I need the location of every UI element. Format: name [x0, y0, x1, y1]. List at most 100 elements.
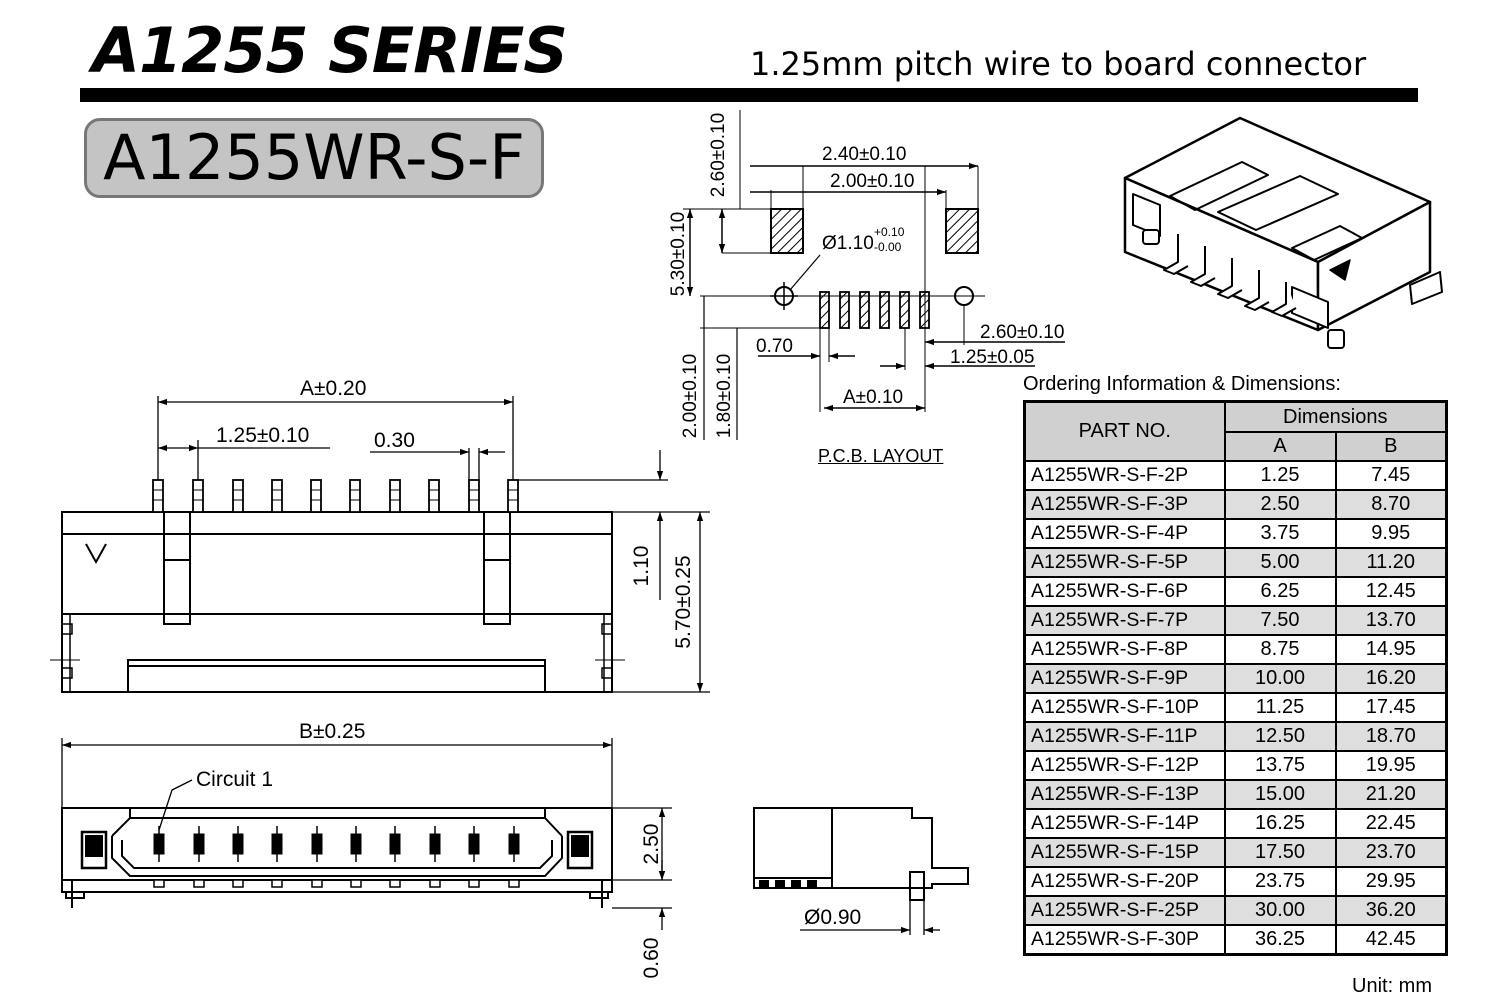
part-number-cell: A1255WR-S-F-30P [1023, 924, 1226, 956]
dim-b-cell: 13.70 [1334, 605, 1448, 636]
part-number-cell: A1255WR-S-F-9P [1023, 663, 1226, 694]
connector-3d-view [1123, 116, 1443, 349]
pcb-dim-a: A±0.10 [843, 387, 904, 408]
dim-a-cell: 30.00 [1223, 895, 1337, 926]
part-number-cell: A1255WR-S-F-2P [1023, 460, 1226, 491]
dim-b-cell: 7.45 [1334, 460, 1448, 491]
dim-a-cell: 13.75 [1223, 750, 1337, 781]
dim-a-cell: 23.75 [1223, 866, 1337, 897]
pcb-dim-2-60-horizontal: 2.60±0.10 [980, 322, 1065, 343]
unit-label: Unit: mm [1352, 975, 1432, 997]
pcb-dim-2-00-vertical: 2.00±0.10 [680, 353, 701, 439]
col-header-dimensions: Dimensions [1223, 400, 1448, 433]
dim-b-cell: 14.95 [1334, 634, 1448, 665]
part-code-text: A1255WR-S-F [103, 121, 525, 194]
dim-b-cell: 18.70 [1334, 721, 1448, 752]
part-number-cell: A1255WR-S-F-8P [1023, 634, 1226, 665]
top-dim-2-50: 2.50 [640, 823, 663, 865]
circuit-1-label: Circuit 1 [196, 768, 274, 791]
dim-b-cell: 42.45 [1334, 924, 1448, 956]
dim-a-cell: 12.50 [1223, 721, 1337, 752]
part-number-cell: A1255WR-S-F-11P [1023, 721, 1226, 752]
pcb-hole-diameter-main: Ø1.10 [822, 233, 874, 254]
dim-a-cell: 10.00 [1223, 663, 1337, 694]
dim-a-cell: 11.25 [1223, 692, 1337, 723]
pcb-hole-tol-plus: +0.10 [874, 225, 905, 239]
front-dim-5-70: 5.70±0.25 [672, 555, 695, 649]
side-dim-0-90: Ø0.90 [804, 906, 862, 929]
part-number-cell: A1255WR-S-F-20P [1023, 866, 1226, 897]
front-dim-1-10: 1.10 [630, 545, 653, 587]
ordering-title: Ordering Information & Dimensions: [1023, 373, 1341, 395]
part-code-badge: A1255WR-S-F [84, 118, 544, 198]
title-rule [80, 88, 1418, 102]
pcb-dim-2-40: 2.40±0.10 [822, 144, 907, 165]
dim-a-cell: 3.75 [1223, 518, 1337, 549]
dim-a-cell: 1.25 [1223, 460, 1337, 491]
front-dim-a: A±0.20 [300, 377, 367, 400]
dim-b-cell: 36.20 [1334, 895, 1448, 926]
dim-b-cell: 11.20 [1334, 547, 1448, 578]
top-view-drawing [61, 738, 672, 930]
dim-b-cell: 9.95 [1334, 518, 1448, 549]
dim-a-cell: 15.00 [1223, 779, 1337, 810]
top-dim-0-60: 0.60 [640, 937, 663, 979]
dim-a-cell: 2.50 [1223, 489, 1337, 520]
part-number-cell: A1255WR-S-F-15P [1023, 837, 1226, 868]
dim-a-cell: 36.25 [1223, 924, 1337, 956]
pcb-dim-2-60-vertical: 2.60±0.10 [708, 112, 729, 198]
part-number-cell: A1255WR-S-F-10P [1023, 692, 1226, 723]
dim-b-cell: 29.95 [1334, 866, 1448, 897]
dim-a-cell: 8.75 [1223, 634, 1337, 665]
part-number-cell: A1255WR-S-F-6P [1023, 576, 1226, 607]
dim-b-cell: 21.20 [1334, 779, 1448, 810]
part-number-cell: A1255WR-S-F-3P [1023, 489, 1226, 520]
dim-b-cell: 22.45 [1334, 808, 1448, 839]
pcb-dim-5-30: 5.30±0.10 [668, 211, 689, 297]
col-header-b: B [1334, 431, 1448, 462]
part-number-cell: A1255WR-S-F-7P [1023, 605, 1226, 636]
pcb-layout-label: P.C.B. LAYOUT [818, 446, 944, 466]
dim-a-cell: 6.25 [1223, 576, 1337, 607]
dim-a-cell: 5.00 [1223, 547, 1337, 578]
dim-b-cell: 8.70 [1334, 489, 1448, 520]
top-dim-b: B±0.25 [299, 720, 366, 743]
front-view-drawing [50, 396, 710, 693]
dim-b-cell: 12.45 [1334, 576, 1448, 607]
pcb-layout-drawing [683, 110, 1065, 440]
dim-a-cell: 7.50 [1223, 605, 1337, 636]
front-dim-pitch: 1.25±0.10 [216, 424, 310, 447]
series-subtitle: 1.25mm pitch wire to board connector [750, 45, 1367, 83]
part-number-cell: A1255WR-S-F-4P [1023, 518, 1226, 549]
pcb-dim-2-00-horizontal: 2.00±0.10 [830, 171, 915, 192]
side-view-drawing [753, 807, 969, 935]
part-number-cell: A1255WR-S-F-12P [1023, 750, 1226, 781]
col-header-part: PART NO. [1023, 400, 1226, 462]
dim-b-cell: 23.70 [1334, 837, 1448, 868]
part-number-cell: A1255WR-S-F-25P [1023, 895, 1226, 926]
dim-b-cell: 16.20 [1334, 663, 1448, 694]
dim-a-cell: 17.50 [1223, 837, 1337, 868]
dim-b-cell: 19.95 [1334, 750, 1448, 781]
part-number-cell: A1255WR-S-F-14P [1023, 808, 1226, 839]
col-header-a: A [1223, 431, 1337, 462]
pcb-hole-tol-minus: -0.00 [874, 240, 902, 254]
